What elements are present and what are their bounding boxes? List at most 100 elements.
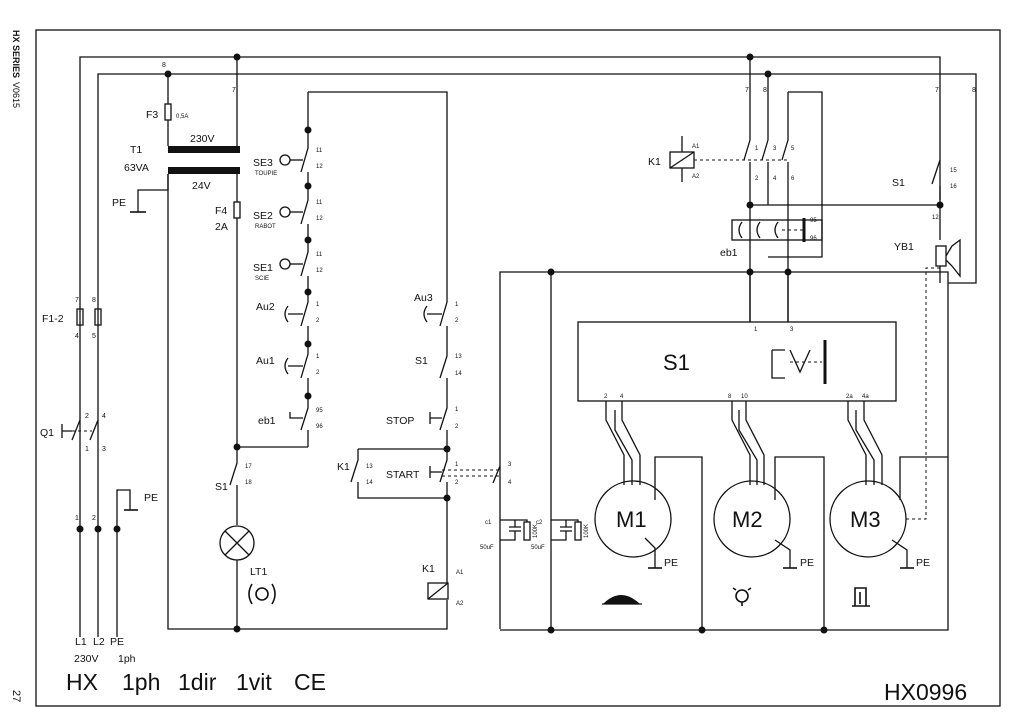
svg-text:12: 12 (316, 268, 323, 274)
planer-cutter-icon (732, 587, 752, 606)
svg-text:1: 1 (455, 462, 459, 468)
svg-text:50uF: 50uF (531, 545, 545, 551)
svg-text:17: 17 (245, 464, 252, 470)
svg-text:A1: A1 (456, 570, 464, 576)
svg-text:1: 1 (316, 354, 320, 360)
svg-text:2A: 2A (215, 221, 228, 233)
pe-conductor (116, 489, 131, 637)
supply-l2: L2 (93, 636, 105, 648)
supply-phase: 1ph (118, 653, 136, 665)
svg-text:13: 13 (455, 354, 462, 360)
svg-text:1: 1 (754, 327, 758, 333)
svg-text:14: 14 (366, 480, 373, 486)
label-k1-power: K1 (648, 156, 661, 168)
label-m3: M3 (850, 507, 881, 532)
svg-text:4: 4 (508, 480, 512, 486)
svg-text:230V: 230V (190, 133, 215, 145)
label-au3: Au3 (414, 292, 433, 304)
label-lt1: LT1 (250, 566, 267, 578)
svg-text:10: 10 (741, 394, 748, 400)
svg-text:96: 96 (316, 424, 323, 430)
motor-m2 (713, 480, 791, 558)
svg-text:2: 2 (85, 413, 89, 420)
fuse-f1 (76, 308, 84, 326)
version-label: V0615 (11, 82, 21, 108)
bus-7 (79, 56, 941, 637)
footer-direction: 1dir (178, 669, 217, 695)
svg-text:SCIE: SCIE (255, 276, 269, 282)
svg-text:4a: 4a (862, 394, 869, 400)
svg-text:PE: PE (112, 197, 126, 209)
svg-text:13: 13 (366, 464, 373, 470)
svg-text:2: 2 (455, 318, 459, 324)
page-number: 27 (10, 690, 22, 702)
svg-text:2: 2 (316, 370, 320, 376)
svg-text:18: 18 (245, 480, 252, 486)
svg-text:2: 2 (455, 424, 459, 430)
label-selector: S1 (663, 350, 690, 375)
svg-text:2: 2 (316, 318, 320, 324)
svg-text:3: 3 (508, 462, 512, 468)
saw-blade-icon (602, 595, 642, 605)
svg-text:8: 8 (728, 394, 732, 400)
svg-text:2a: 2a (846, 394, 853, 400)
svg-text:F4: F4 (215, 205, 227, 217)
footer-cert: CE (294, 669, 326, 695)
svg-text:1: 1 (316, 302, 320, 308)
stop-button: STOP (386, 415, 414, 427)
svg-text:A2: A2 (692, 174, 700, 180)
svg-text:RABOT: RABOT (255, 224, 276, 230)
svg-text:0,5A: 0,5A (176, 114, 188, 120)
label-c1: c1 (485, 520, 492, 526)
svg-text:1: 1 (455, 407, 459, 413)
svg-text:7: 7 (745, 87, 749, 94)
svg-text:PE: PE (916, 557, 930, 569)
q1-contacts (71, 419, 99, 441)
motor-m1 (594, 480, 672, 558)
svg-text:4: 4 (102, 413, 106, 420)
label-yb1: YB1 (894, 241, 914, 253)
selector-s1 (577, 321, 897, 402)
svg-text:PE: PE (800, 557, 814, 569)
supply-pe: PE (110, 636, 124, 648)
svg-text:8: 8 (162, 62, 166, 69)
svg-text:1: 1 (85, 446, 89, 453)
light-pulse-icon (248, 583, 276, 605)
label-se3: SE3 (253, 157, 273, 169)
series-label: HX SERIES (11, 30, 21, 78)
svg-text:2: 2 (755, 176, 759, 182)
bus-8 (97, 73, 977, 637)
svg-text:95: 95 (810, 218, 817, 224)
svg-text:6: 6 (791, 176, 795, 182)
svg-text:5: 5 (791, 146, 795, 152)
svg-text:100K: 100K (533, 524, 539, 538)
svg-text:11: 11 (316, 252, 323, 258)
svg-text:8: 8 (763, 87, 767, 94)
svg-text:12: 12 (316, 216, 323, 222)
footer-speed: 1vit (236, 669, 272, 695)
label-t1: T1 (130, 144, 142, 156)
footer-model: HX (66, 669, 98, 695)
label-s1-start: S1 (415, 355, 428, 367)
label-m1: M1 (616, 507, 647, 532)
solenoid-yb1 (935, 245, 947, 267)
supply-voltage: 230V (74, 653, 99, 665)
overload-eb1 (731, 219, 823, 241)
svg-text:1: 1 (75, 515, 79, 522)
svg-text:3: 3 (790, 327, 794, 333)
svg-text:15: 15 (950, 168, 957, 174)
sheet-frame (35, 29, 1001, 707)
svg-text:12: 12 (932, 215, 939, 221)
svg-text:16: 16 (950, 184, 957, 190)
label-eb1-contact: eb1 (258, 415, 276, 427)
label-k1-hold: K1 (337, 461, 350, 473)
svg-text:TOUPIE: TOUPIE (255, 171, 277, 177)
spindle-moulder-icon (852, 587, 870, 607)
svg-text:7: 7 (75, 297, 79, 304)
svg-text:1: 1 (755, 146, 759, 152)
fuse-f3 (164, 103, 172, 121)
label-au1: Au1 (256, 355, 275, 367)
svg-text:100K: 100K (584, 524, 590, 538)
